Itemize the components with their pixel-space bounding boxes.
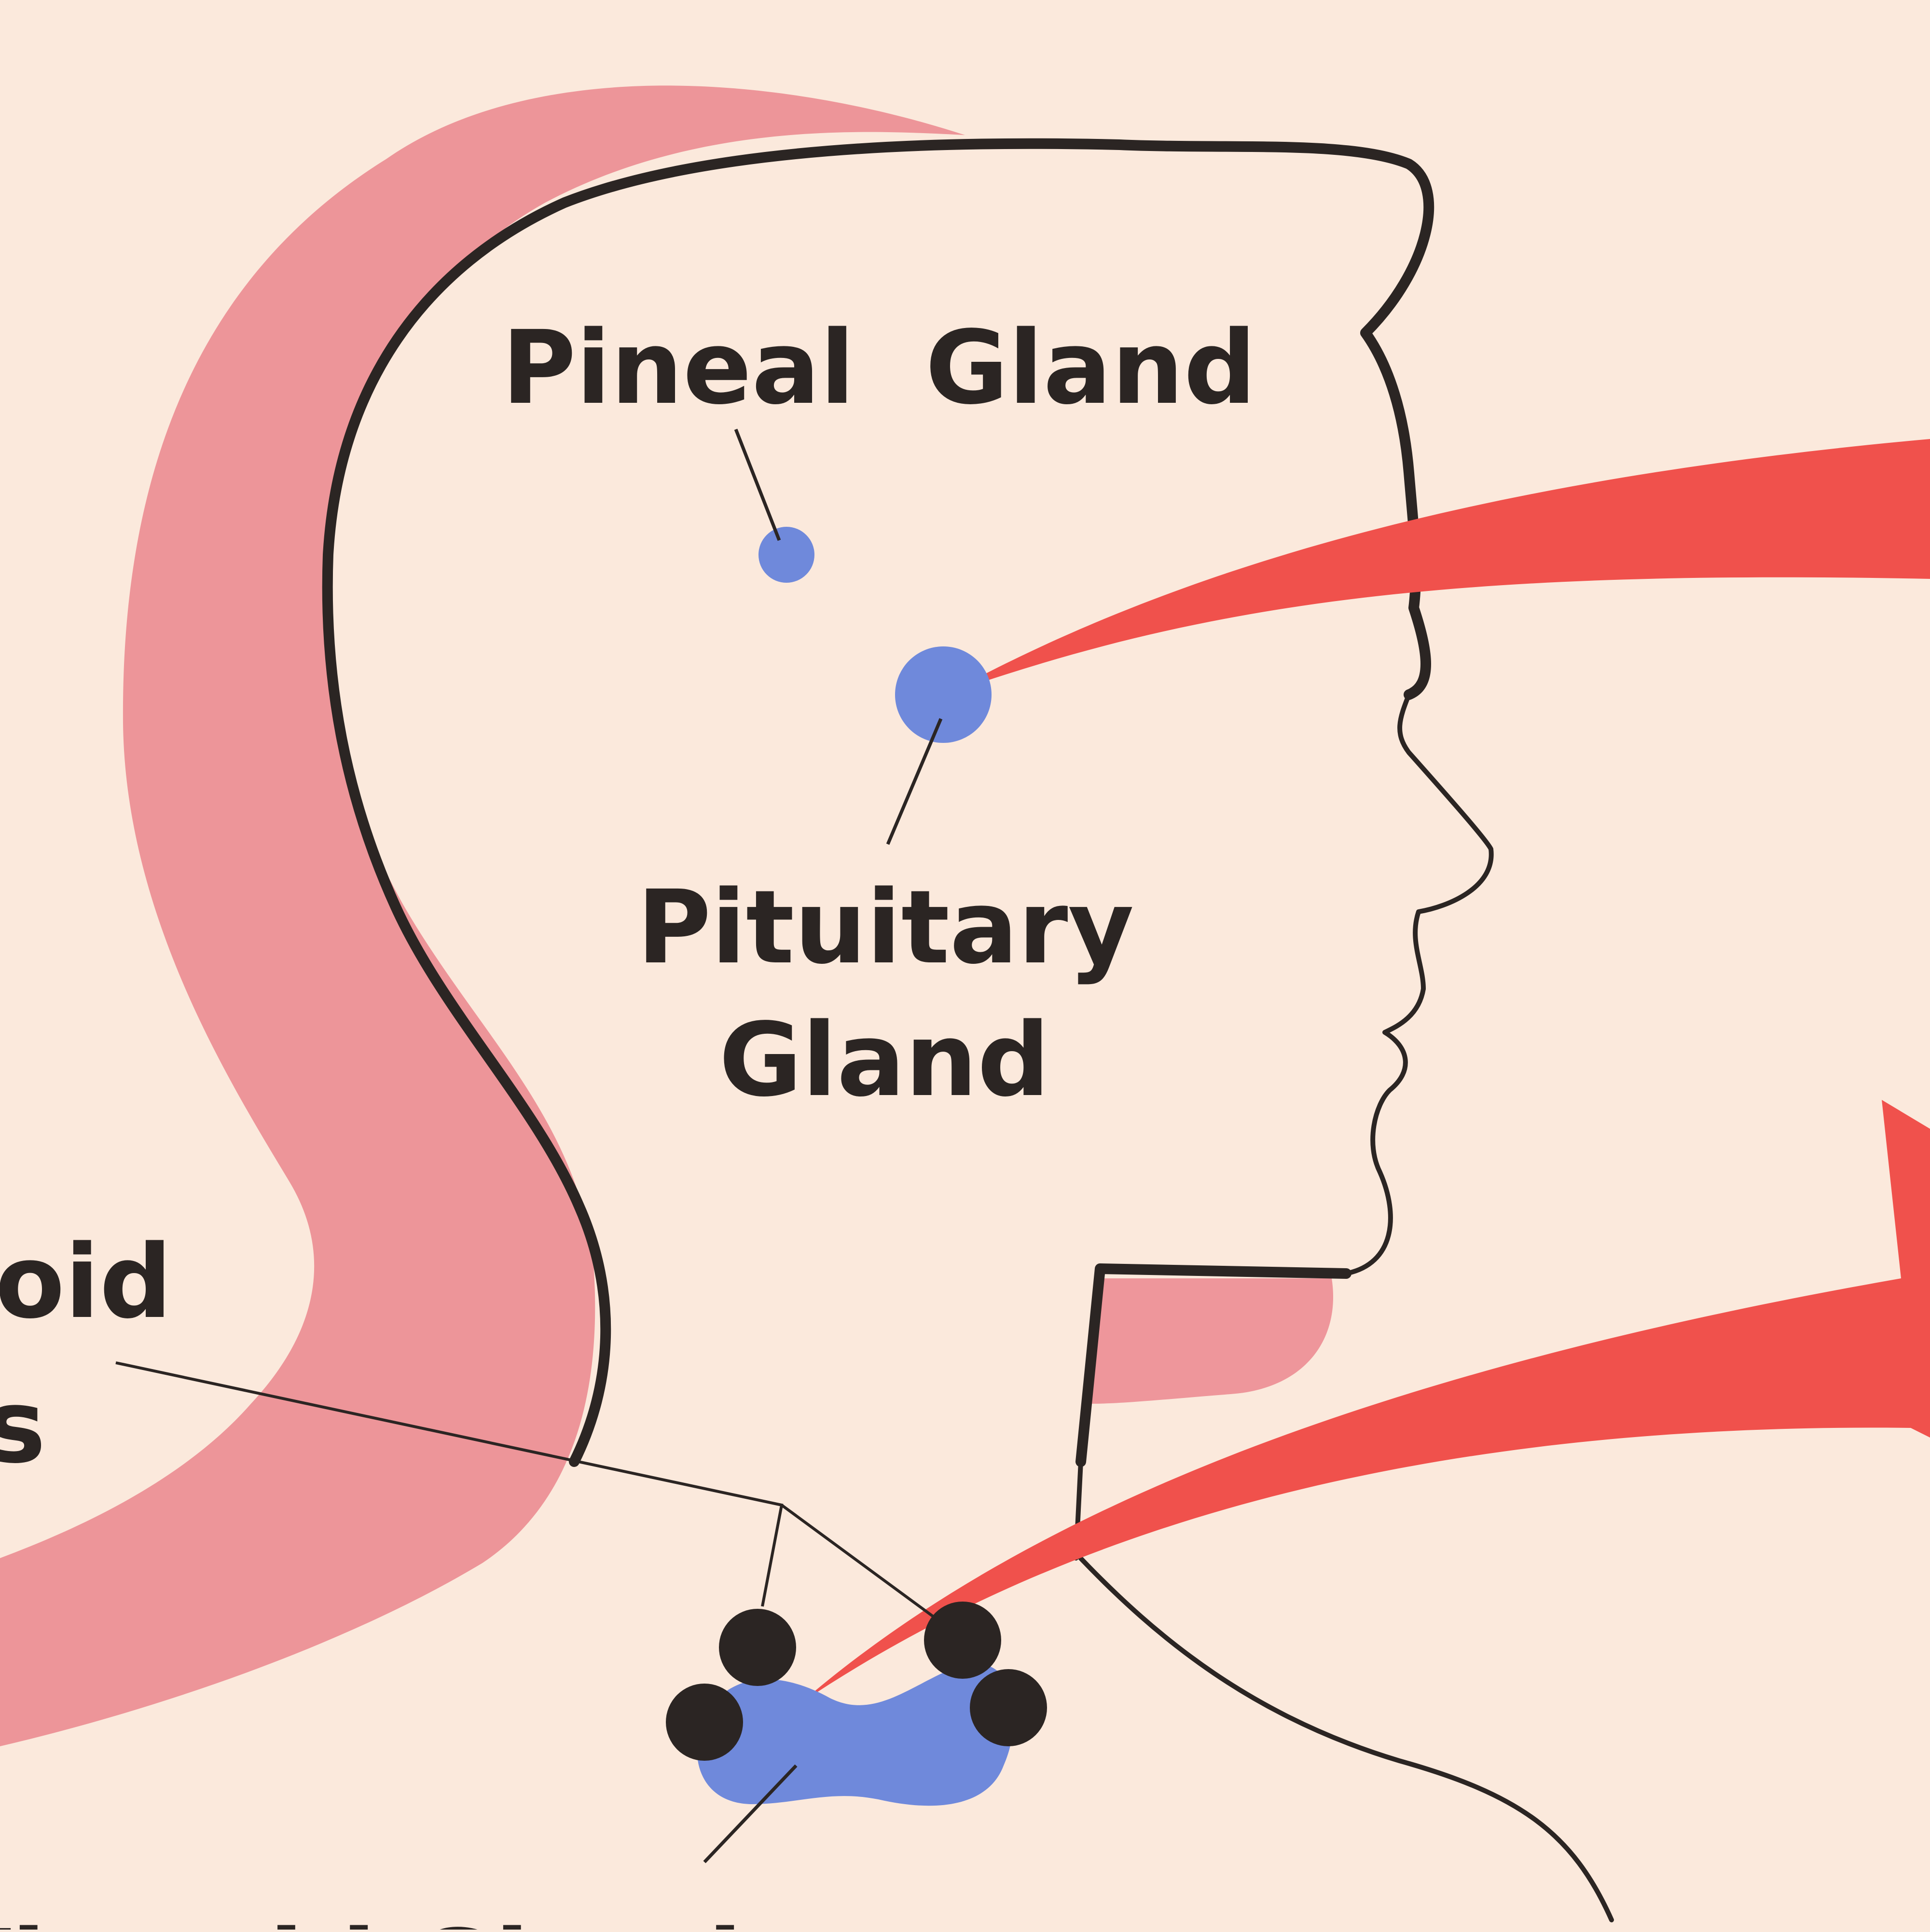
thyroid-gland-shape (697, 1663, 1014, 1806)
parathyroid-gland-dot (666, 1684, 743, 1761)
parathyroid-gland-dot (970, 1669, 1047, 1746)
pituitary-arrow (946, 439, 1930, 695)
head-band-shape (0, 85, 965, 1747)
head-profile-outline (322, 138, 1434, 1467)
neck-shadow-shape (1090, 1278, 1334, 1404)
thyroid-gland-label-partial: Thyroid Gland (0, 1908, 743, 1930)
pituitary-leader-line (886, 718, 943, 845)
face-profile-outline (1344, 692, 1494, 1276)
pineal-gland-label: Pineal Gland (502, 309, 1256, 427)
pituitary-gland-label-line2: Gland (719, 1001, 1050, 1119)
thyroid-arrow (801, 1100, 1930, 1703)
parathyroid-label-partial-1: oid (0, 1223, 172, 1341)
pineal-gland-dot (758, 527, 814, 583)
parathyroid-gland-dot (924, 1602, 1001, 1679)
shoulder-outline (1074, 1551, 1614, 1922)
parathyroid-gland-dot (719, 1609, 796, 1686)
jaw-outline (1075, 1263, 1351, 1467)
pineal-leader-line (734, 428, 781, 541)
parathyroid-leader-branch (781, 1504, 947, 1627)
parathyroid-label-partial-2: s (0, 1368, 46, 1486)
thyroid-leader-line (703, 1764, 798, 1863)
pituitary-gland-label-line1: Pituitary (637, 868, 1134, 987)
pituitary-gland-dot (895, 646, 992, 743)
